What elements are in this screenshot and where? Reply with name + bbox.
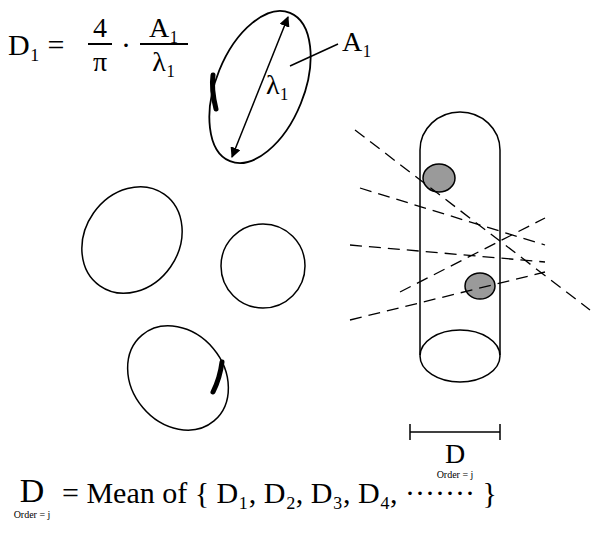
dark-deposit	[213, 362, 222, 392]
multiply-dot: ·	[121, 30, 131, 60]
scale-bar	[410, 431, 500, 433]
leader-line	[290, 44, 338, 66]
diameter-symbol: D	[445, 440, 465, 468]
fraction-bar	[88, 43, 112, 45]
scale-tick	[409, 424, 411, 440]
fraction-bar	[140, 43, 188, 45]
cross-section-circle	[221, 224, 305, 308]
cross-section-ellipse	[107, 306, 249, 451]
diameter-symbol: D	[20, 474, 45, 508]
cylinder-outline	[420, 112, 500, 355]
ellipse-outline	[195, 4, 325, 170]
mean-formula: = Mean of { D₁, D₂, D₃, D₄, ······· }	[62, 478, 497, 508]
formula-lhs: D₁ =	[8, 30, 65, 60]
cross-section-ellipse	[61, 167, 202, 313]
fraction-numerator: 4	[93, 14, 107, 42]
fraction-denominator: λ₁	[152, 48, 175, 76]
fraction-denominator: π	[93, 48, 107, 76]
cylinder-base	[420, 330, 500, 382]
cross-section-ellipse: λ₁	[195, 4, 325, 170]
dark-deposit	[212, 75, 216, 109]
area-callout: A₁	[342, 28, 372, 56]
length-label: λ₁	[266, 71, 289, 99]
gray-spot	[423, 164, 455, 192]
fraction-numerator: A₁	[149, 14, 179, 42]
ellipse-shape	[195, 4, 325, 170]
scale-tick	[499, 424, 501, 440]
order-subscript: Order = j	[14, 510, 51, 520]
section-planes	[350, 130, 590, 320]
